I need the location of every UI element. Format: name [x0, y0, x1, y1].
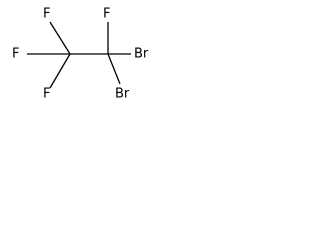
atom-label-c1-f-top: F [43, 7, 50, 22]
chemical-structure: F F F F Br Br [12, 7, 149, 102]
bond-c2-br-bottom [107, 53, 121, 85]
atom-label-c1-f-left: F [12, 47, 19, 62]
bond-c1-f-top [49, 21, 71, 55]
atom-label-c2-br-right: Br [134, 47, 149, 62]
bond-c1-f-bottom [49, 53, 71, 89]
atom-label-c2-br-bottom: Br [115, 87, 130, 102]
atom-label-c2-f-top: F [103, 7, 110, 22]
atom-label-c1-f-bottom: F [43, 87, 50, 102]
